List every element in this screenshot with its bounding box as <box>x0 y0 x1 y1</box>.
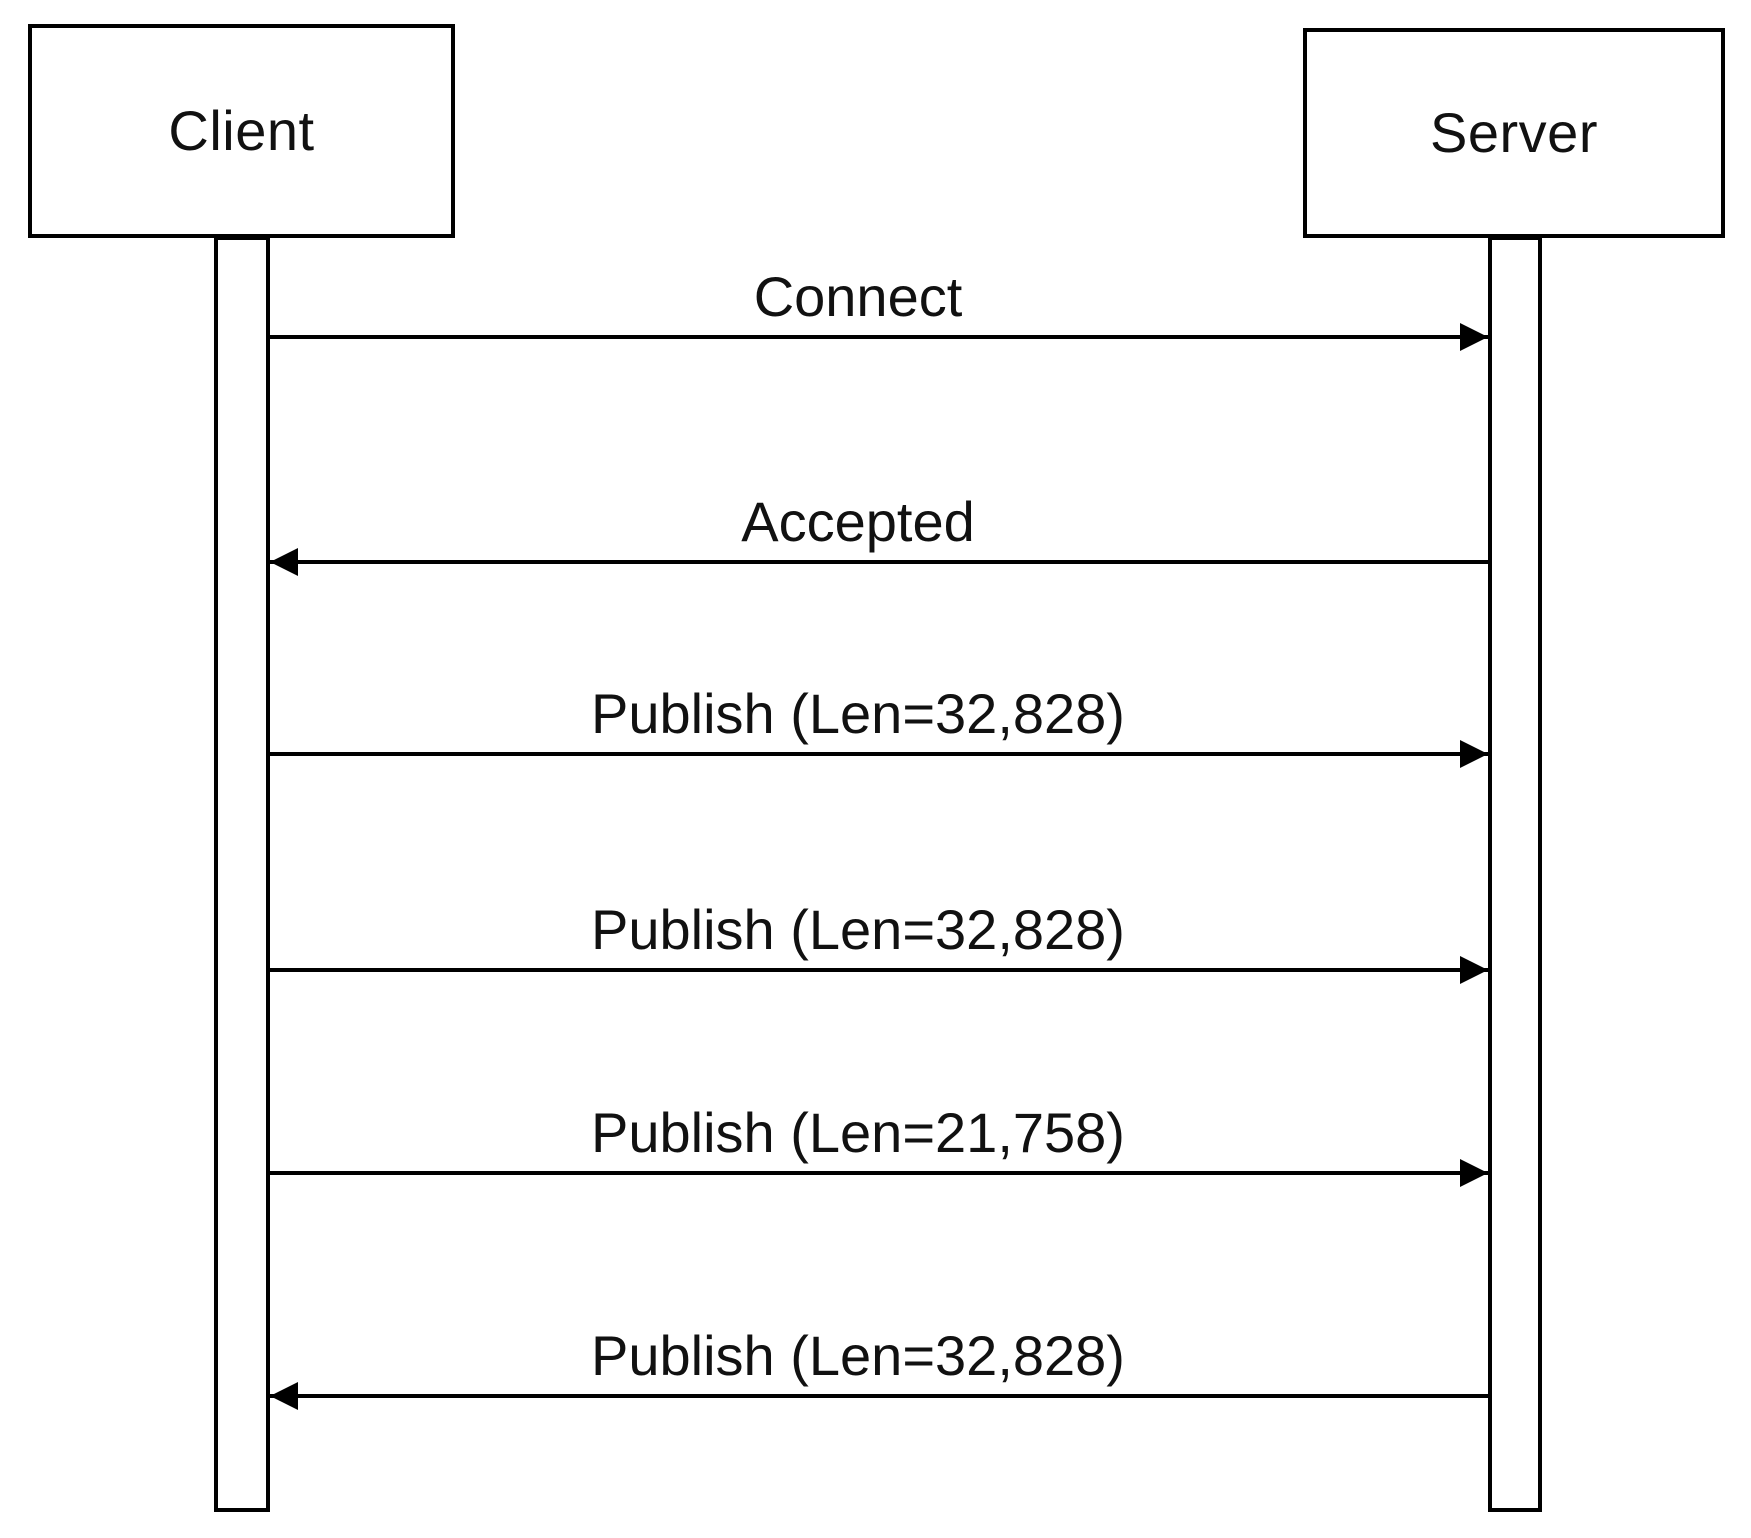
actor-box-client: Client <box>28 24 455 238</box>
message-1: Connect <box>270 239 1488 351</box>
message-label: Accepted <box>741 489 975 553</box>
arrowhead-icon <box>270 1382 298 1410</box>
message-arrow-line <box>270 968 1488 972</box>
actor-label-client: Client <box>168 99 315 162</box>
actor-box-server: Server <box>1303 28 1725 238</box>
message-arrow-line <box>270 1171 1488 1175</box>
arrowhead-icon <box>1460 323 1488 351</box>
message-label: Connect <box>753 264 963 328</box>
arrowhead-icon <box>1460 740 1488 768</box>
message-2: Accepted <box>270 464 1488 576</box>
server-lifeline-bar <box>1488 236 1542 1512</box>
arrowhead-icon <box>270 548 298 576</box>
message-4: Publish (Len=32,828) <box>270 872 1488 984</box>
message-6: Publish (Len=32,828) <box>270 1298 1488 1410</box>
message-label: Publish (Len=32,828) <box>591 1323 1125 1387</box>
arrowhead-icon <box>1460 956 1488 984</box>
message-label: Publish (Len=32,828) <box>591 681 1125 745</box>
message-arrow-line <box>270 560 1488 564</box>
arrowhead-icon <box>1460 1159 1488 1187</box>
client-lifeline-bar <box>214 236 270 1512</box>
message-arrow-line <box>270 752 1488 756</box>
message-arrow-line <box>270 335 1488 339</box>
message-3: Publish (Len=32,828) <box>270 656 1488 768</box>
message-label: Publish (Len=32,828) <box>591 897 1125 961</box>
message-5: Publish (Len=21,758) <box>270 1075 1488 1187</box>
messages-layer: Connect Accepted Publish (Len=32,828) Pu… <box>270 0 1488 1538</box>
message-label: Publish (Len=21,758) <box>591 1100 1125 1164</box>
actor-label-server: Server <box>1430 101 1598 164</box>
message-arrow-line <box>270 1394 1488 1398</box>
